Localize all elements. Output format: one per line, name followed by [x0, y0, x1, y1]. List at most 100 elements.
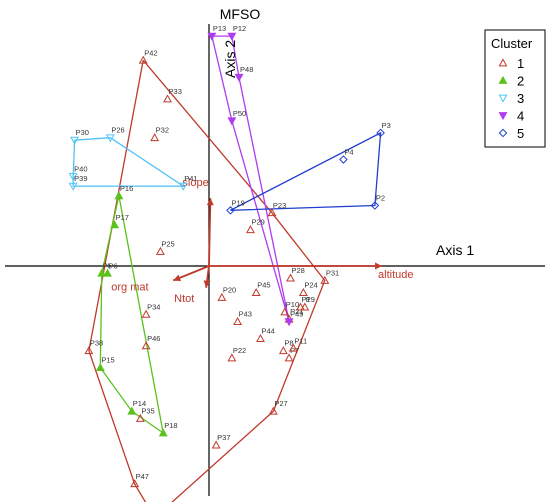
point-label-P7: P7 — [290, 346, 299, 355]
vector-label: slope — [182, 177, 208, 189]
point-P38: P38 — [84, 339, 103, 355]
axes-group — [5, 24, 545, 496]
point-P50: P50 — [227, 109, 246, 126]
point-label-P23: P23 — [273, 201, 286, 210]
point-P39: P39 — [68, 174, 88, 191]
point-label-P30: P30 — [76, 128, 89, 137]
point-P23: P23 — [267, 201, 286, 217]
marker-P47 — [130, 479, 140, 488]
point-label-P45: P45 — [257, 281, 270, 290]
marker-P1 — [296, 302, 305, 311]
marker-P39 — [68, 182, 78, 191]
marker-P38 — [84, 346, 94, 355]
marker-P44 — [256, 333, 265, 342]
marker-P26 — [105, 134, 115, 143]
point-P31: P31 — [320, 269, 339, 284]
point-label-P32: P32 — [156, 126, 169, 135]
point-P32: P32 — [150, 126, 169, 142]
legend-label-5: 5 — [517, 126, 524, 141]
marker-P18 — [158, 428, 168, 437]
marker-P2 — [370, 201, 380, 210]
legend-label-1: 1 — [517, 56, 524, 71]
point-P9: P9 — [300, 295, 315, 311]
point-label-P3: P3 — [382, 121, 391, 130]
point-P48: P48 — [234, 65, 253, 82]
marker-P28 — [286, 273, 295, 282]
point-P7: P7 — [284, 346, 299, 362]
marker-P32 — [150, 133, 160, 142]
point-label-P16: P16 — [120, 184, 133, 193]
point-label-P19: P19 — [231, 198, 244, 207]
point-label-P42: P42 — [144, 48, 157, 57]
hull-cluster-2 — [99, 195, 165, 435]
marker-P15 — [95, 363, 105, 372]
marker-P12 — [227, 32, 237, 41]
marker-P49 — [284, 318, 294, 327]
marker-P46 — [141, 341, 151, 350]
vector-slope: slope — [182, 177, 214, 267]
vector-Ntot: Ntot — [174, 265, 211, 305]
hull-cluster-1 — [88, 59, 326, 502]
point-P26: P26 — [105, 126, 125, 143]
point-P35: P35 — [135, 406, 155, 422]
point-label-P31: P31 — [326, 269, 339, 278]
point-P8: P8 — [278, 339, 294, 355]
marker-P27 — [268, 406, 278, 415]
point-label-P24: P24 — [304, 281, 317, 290]
vector-label: altitude — [378, 269, 413, 281]
point-label-P17: P17 — [116, 213, 129, 222]
point-label-P46: P46 — [147, 334, 160, 343]
marker-P13 — [207, 32, 217, 41]
point-P29: P29 — [246, 218, 265, 234]
point-P3: P3 — [376, 121, 391, 138]
point-P2: P2 — [370, 194, 385, 210]
legend-item-2: 2 — [498, 74, 524, 89]
marker-P11 — [288, 343, 298, 352]
hull-cluster-5 — [230, 131, 382, 211]
marker-P10 — [280, 307, 290, 316]
marker-P50 — [227, 117, 237, 126]
point-label-P2: P2 — [376, 194, 385, 203]
marker-P40 — [68, 173, 78, 182]
legend-item-3: 3 — [498, 91, 524, 106]
point-label-P47: P47 — [136, 472, 149, 481]
point-P11: P11 — [288, 336, 307, 352]
marker-P6 — [103, 268, 112, 277]
point-P22: P22 — [227, 346, 246, 362]
marker-P25 — [155, 246, 165, 255]
legend-marker-4 — [498, 112, 508, 121]
point-P15: P15 — [95, 356, 115, 372]
point-label-P20: P20 — [223, 285, 236, 294]
marker-P7 — [284, 353, 294, 362]
hull-cluster-3 — [72, 137, 186, 187]
point-label-P50: P50 — [233, 109, 246, 118]
point-P20: P20 — [217, 285, 236, 301]
point-label-P15: P15 — [101, 356, 114, 365]
point-label-P8: P8 — [284, 339, 293, 348]
point-label-P49: P49 — [290, 310, 303, 319]
vector-label: Ntot — [174, 293, 194, 305]
marker-P37 — [211, 440, 221, 449]
point-label-P26: P26 — [111, 126, 124, 135]
vector-altitude: altitude — [209, 262, 414, 281]
point-P49: P49 — [284, 310, 303, 327]
point-label-P18: P18 — [164, 421, 177, 430]
point-P13: P13 — [207, 24, 226, 41]
point-P27: P27 — [268, 399, 288, 415]
point-P28: P28 — [286, 266, 305, 282]
point-label-P38: P38 — [90, 339, 103, 348]
point-label-P43: P43 — [239, 310, 252, 319]
point-P12: P12 — [227, 24, 246, 41]
marker-P41 — [178, 182, 188, 191]
point-P41: P41 — [178, 174, 198, 191]
marker-P43 — [233, 317, 243, 326]
marker-P5 — [97, 268, 107, 277]
point-label-P6: P6 — [108, 261, 117, 270]
vector-org-mat: org mat — [111, 265, 210, 294]
point-P25: P25 — [155, 239, 175, 255]
point-P45: P45 — [251, 281, 271, 296]
marker-P30 — [70, 136, 80, 145]
point-label-P25: P25 — [161, 239, 174, 248]
marker-P14 — [127, 406, 137, 415]
